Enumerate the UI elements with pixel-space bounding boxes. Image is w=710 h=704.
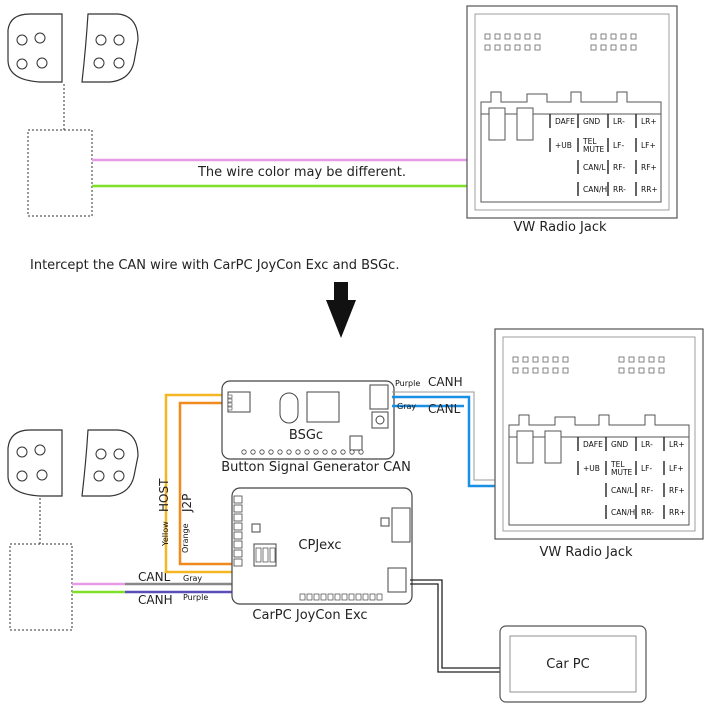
orange-wire [178,401,232,566]
canh-label: CANH [428,375,463,389]
canl-label: CANL [428,402,461,416]
pin-label: CAN/L [583,163,607,172]
pin-label: CAN/H [583,185,607,194]
pin-label: CAN/L [611,486,635,495]
bsgc-gray-label: Gray [397,402,416,411]
bsgc-label: BSGc [289,428,323,443]
steering-button-right-bottom [81,429,139,497]
pin-label: GND [611,440,628,449]
pin-label: TEL [582,137,597,146]
pin-label: LR+ [669,440,685,449]
pin-label: +UB [583,464,600,473]
pin-label: LR- [613,117,625,126]
pin-label: +UB [555,141,572,150]
left-canl-label: CANL [138,570,171,584]
pin-label: DAFE [583,440,603,449]
pin-label: RR- [613,185,626,194]
steering-button-left-top [7,13,63,83]
host-label: HOST [157,478,171,512]
pin-label: LF- [613,141,624,150]
pin-label: LR- [641,440,653,449]
control-module-bottom [9,543,73,631]
bsgc-board [221,380,395,460]
pin-label: RF- [613,163,626,172]
cpjexc-label: CPJexc [298,538,341,553]
wire-color-note: The wire color may be different. [197,165,406,180]
pin-label: MUTE [583,145,605,154]
usb-cable [410,579,508,669]
radio-label-bottom: VW Radio Jack [539,545,632,560]
pin-label: CAN/H [611,508,635,517]
j2p-label: J2P [180,494,194,513]
bsgc-purple-label: Purple [395,379,420,388]
pin-label: RF- [641,486,654,495]
steering-button-left-bottom [7,429,63,497]
pin-label: RF+ [641,163,657,172]
left-purple-label: Purple [183,593,208,602]
down-arrow-icon [326,282,356,338]
left-canh-label: CANH [138,593,173,607]
yellow-wire [164,393,232,574]
pin-label: RR+ [669,508,686,517]
pin-label: RF+ [669,486,685,495]
pin-label: MUTE [611,468,633,477]
left-gray-label: Gray [183,574,202,583]
car-pc-box [499,625,647,703]
orange-label: Orange [181,523,190,553]
pin-label: TEL [610,460,625,469]
control-module-top [27,129,93,217]
steering-button-right-top [81,13,139,83]
pin-label: LF+ [641,141,656,150]
bsgc-title: Button Signal Generator CAN [221,460,411,475]
pin-label: GND [583,117,600,126]
pin-label: DAFE [555,117,575,126]
yellow-label: Yellow [161,521,170,547]
car-pc-label: Car PC [546,657,589,672]
pin-label: LF+ [669,464,684,473]
pin-label: LR+ [641,117,657,126]
caption: Intercept the CAN wire with CarPC JoyCon… [30,258,399,273]
radio-label-top: VW Radio Jack [513,220,606,235]
pin-label: RR+ [641,185,658,194]
pin-label: RR- [641,508,654,517]
cpjexc-title: CarPC JoyCon Exc [252,608,367,623]
pin-label: LF- [641,464,652,473]
